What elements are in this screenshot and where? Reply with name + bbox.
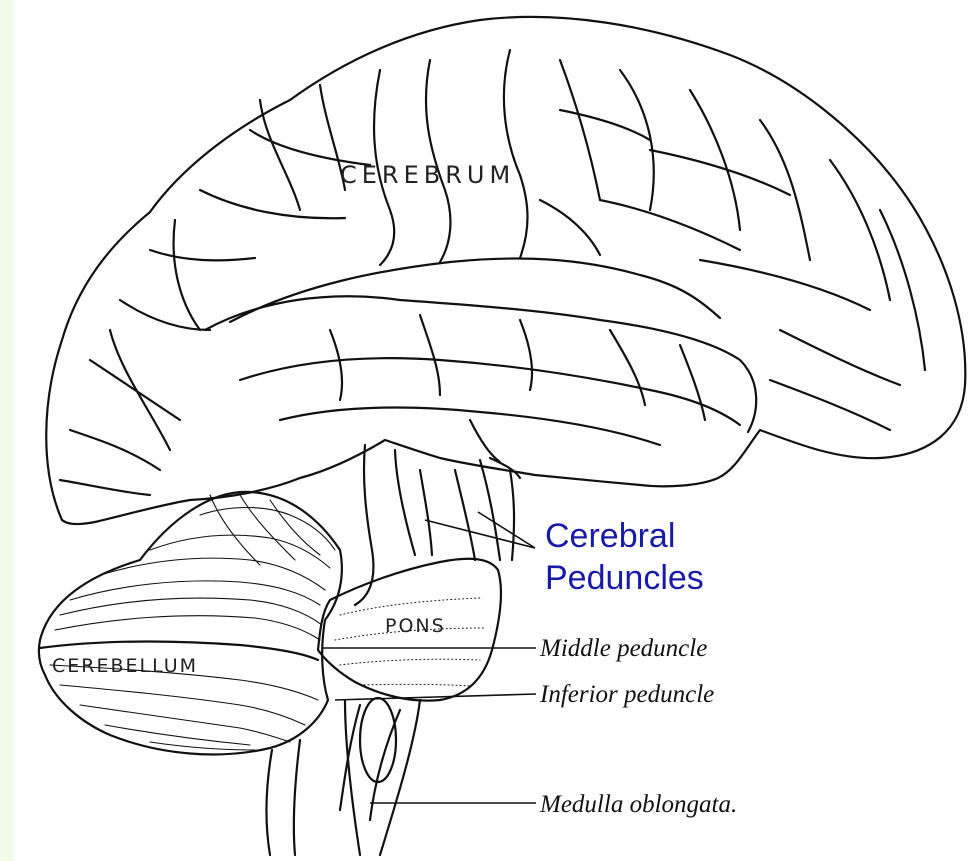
label-inferior-peduncle: Inferior peduncle: [539, 681, 714, 708]
leader-cerebral-peduncles-1: [425, 520, 535, 548]
cerebellum-outline: [39, 492, 342, 755]
label-middle-peduncle: Middle peduncle: [539, 635, 707, 662]
label-cerebellum: CEREBELLUM: [52, 655, 198, 677]
leader-inferior-peduncle: [335, 694, 536, 700]
medulla-oblongata: [345, 700, 360, 855]
cerebrum-outline: [46, 17, 965, 524]
label-medulla-oblongata: Medulla oblongata.: [539, 791, 737, 818]
label-cerebral-peduncles-line1: Cerebral: [545, 517, 675, 555]
label-pons: PONS: [385, 615, 446, 637]
label-cerebrum: CEREBRUM: [340, 161, 515, 189]
leader-cerebral-peduncles-2: [478, 512, 535, 548]
label-cerebral-peduncles-line2: Peduncles: [545, 559, 704, 597]
lateral-fissure: [230, 258, 720, 322]
postcentral-sulcus: [504, 50, 528, 258]
